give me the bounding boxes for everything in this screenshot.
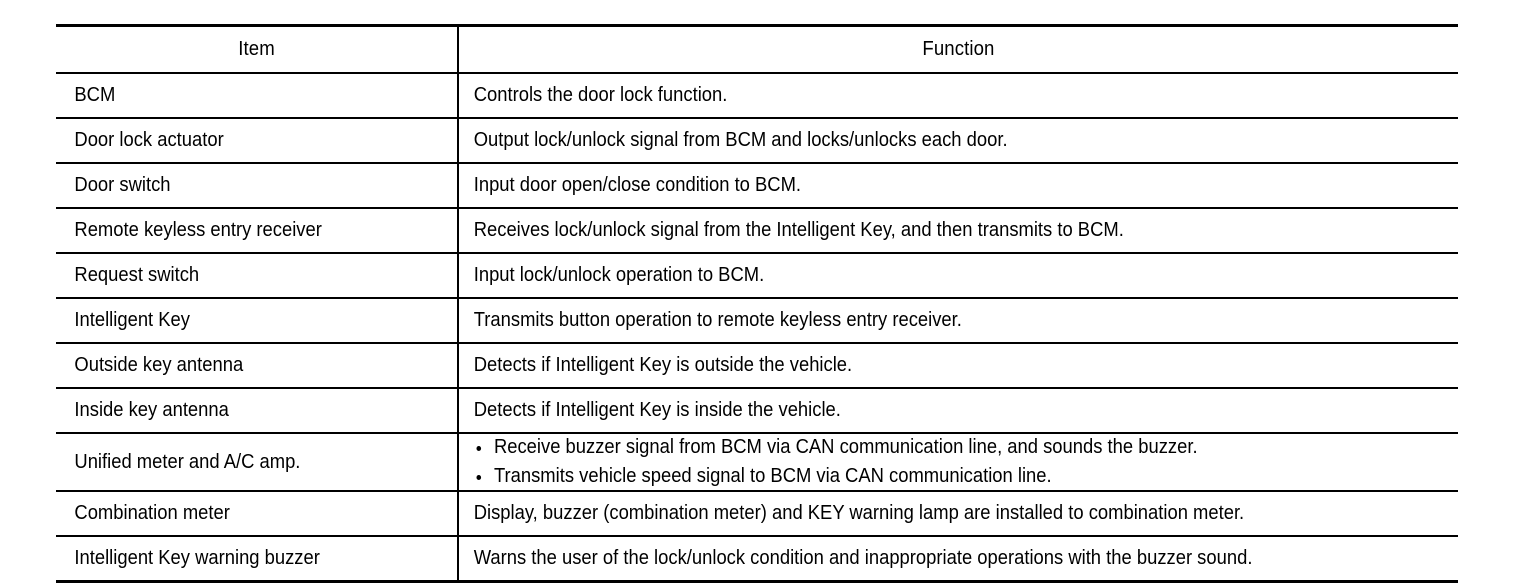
function-text: Output lock/unlock signal from BCM and l… bbox=[473, 129, 1008, 152]
table-row: Inside key antenna Detects if Intelligen… bbox=[56, 388, 1458, 434]
table-cell-item: Outside key antenna bbox=[56, 343, 459, 389]
function-text: Receives lock/unlock signal from the Int… bbox=[473, 219, 1124, 242]
table-body: BCM Controls the door lock function. Doo… bbox=[56, 73, 1458, 583]
item-label: Inside key antenna bbox=[74, 399, 229, 422]
spec-table-container: Item Function BCM Controls the door lock… bbox=[56, 24, 1458, 583]
item-label: Door switch bbox=[74, 174, 171, 197]
table-cell-item: Door switch bbox=[56, 163, 459, 209]
table-cell-item: Remote keyless entry receiver bbox=[56, 208, 459, 254]
table-row: Combination meter Display, buzzer (combi… bbox=[56, 491, 1458, 537]
function-text: Input door open/close condition to BCM. bbox=[473, 174, 802, 197]
table-cell-item: Request switch bbox=[56, 253, 459, 299]
function-text: Transmits vehicle speed signal to BCM vi… bbox=[493, 465, 1052, 487]
function-text: Detects if Intelligent Key is inside the… bbox=[473, 399, 841, 422]
item-label: Intelligent Key warning buzzer bbox=[74, 547, 320, 570]
table-cell-function: Output lock/unlock signal from BCM and l… bbox=[458, 118, 1458, 164]
item-label: BCM bbox=[74, 84, 116, 107]
table-row: Door switch Input door open/close condit… bbox=[56, 163, 1458, 209]
column-header-function: Function bbox=[493, 24, 1423, 74]
table-row: Outside key antenna Detects if Intellige… bbox=[56, 343, 1458, 389]
table-cell-function: Transmits button operation to remote key… bbox=[458, 298, 1458, 344]
table-row: BCM Controls the door lock function. bbox=[56, 73, 1458, 119]
function-text: Receive buzzer signal from BCM via CAN c… bbox=[493, 436, 1198, 458]
table-cell-function: Input door open/close condition to BCM. bbox=[458, 163, 1458, 209]
table-row: Unified meter and A/C amp. Receive buzze… bbox=[56, 433, 1458, 492]
table-cell-item: BCM bbox=[56, 73, 459, 119]
bullet-dot-icon bbox=[476, 445, 482, 451]
column-header-function-label: Function bbox=[922, 38, 995, 60]
item-label: Outside key antenna bbox=[74, 354, 244, 377]
table-cell-item: Intelligent Key bbox=[56, 298, 459, 344]
function-text: Input lock/unlock operation to BCM. bbox=[473, 264, 765, 287]
item-label: Request switch bbox=[74, 264, 200, 287]
table-row: Door lock actuator Output lock/unlock si… bbox=[56, 118, 1458, 164]
function-text: Controls the door lock function. bbox=[473, 84, 728, 107]
table-cell-item: Combination meter bbox=[56, 491, 459, 537]
column-header-item-label: Item bbox=[238, 38, 275, 60]
table-cell-function: Detects if Intelligent Key is inside the… bbox=[458, 388, 1458, 434]
table-row: Request switch Input lock/unlock operati… bbox=[56, 253, 1458, 299]
table-header-row: Item Function bbox=[56, 24, 1458, 74]
item-label: Remote keyless entry receiver bbox=[74, 219, 322, 242]
table-cell-function: Warns the user of the lock/unlock condit… bbox=[458, 536, 1458, 583]
item-label: Combination meter bbox=[74, 502, 230, 525]
function-bullet-list: Receive buzzer signal from BCM via CAN c… bbox=[474, 434, 1371, 490]
table-cell-item: Inside key antenna bbox=[56, 388, 459, 434]
table-cell-function: Detects if Intelligent Key is outside th… bbox=[458, 343, 1458, 389]
table-cell-function: Controls the door lock function. bbox=[458, 73, 1458, 119]
table-cell-item: Door lock actuator bbox=[56, 118, 459, 164]
function-bullet-wrap: Receive buzzer signal from BCM via CAN c… bbox=[459, 434, 1378, 490]
item-function-table: Item Function BCM Controls the door lock… bbox=[56, 24, 1458, 583]
function-text: Display, buzzer (combination meter) and … bbox=[473, 502, 1245, 525]
table-cell-function: Input lock/unlock operation to BCM. bbox=[458, 253, 1458, 299]
item-label: Intelligent Key bbox=[74, 309, 190, 332]
function-text: Warns the user of the lock/unlock condit… bbox=[473, 547, 1253, 570]
function-text: Transmits button operation to remote key… bbox=[473, 309, 962, 332]
list-item: Receive buzzer signal from BCM via CAN c… bbox=[474, 434, 1371, 461]
table-cell-function: Receive buzzer signal from BCM via CAN c… bbox=[458, 433, 1458, 492]
table-row: Intelligent Key warning buzzer Warns the… bbox=[56, 536, 1458, 583]
item-label: Door lock actuator bbox=[74, 129, 224, 152]
item-label: Unified meter and A/C amp. bbox=[74, 450, 301, 473]
table-row: Remote keyless entry receiver Receives l… bbox=[56, 208, 1458, 254]
table-cell-item: Intelligent Key warning buzzer bbox=[56, 536, 459, 583]
table-cell-function: Receives lock/unlock signal from the Int… bbox=[458, 208, 1458, 254]
list-item: Transmits vehicle speed signal to BCM vi… bbox=[474, 463, 1371, 490]
table-row: Intelligent Key Transmits button operati… bbox=[56, 298, 1458, 344]
table-cell-function: Display, buzzer (combination meter) and … bbox=[458, 491, 1458, 537]
column-header-item: Item bbox=[70, 24, 445, 74]
function-text: Detects if Intelligent Key is outside th… bbox=[473, 354, 853, 377]
table-cell-item: Unified meter and A/C amp. bbox=[56, 433, 459, 492]
bullet-dot-icon bbox=[476, 474, 482, 480]
table-head: Item Function bbox=[56, 24, 1458, 74]
